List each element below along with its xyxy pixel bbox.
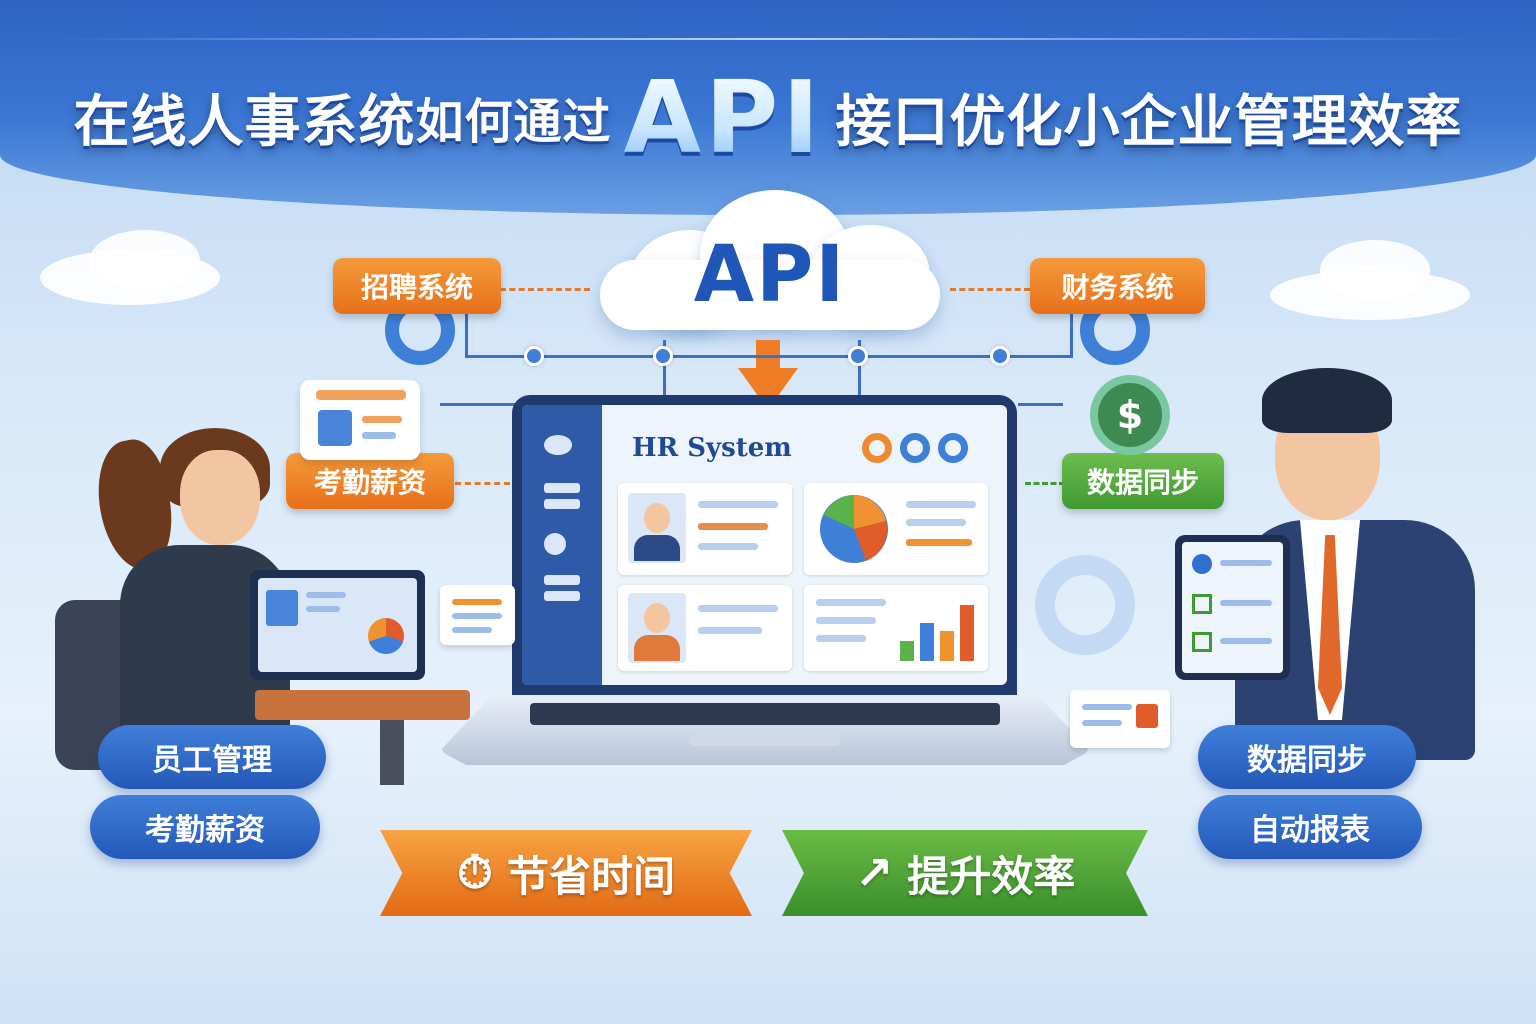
tag-finance-system[interactable]: 财务系统 xyxy=(1030,258,1205,314)
gear-icon[interactable] xyxy=(862,433,892,463)
tablet-screen xyxy=(1182,542,1283,673)
nav-item[interactable] xyxy=(544,499,580,509)
floating-doc-icon xyxy=(440,585,515,645)
dashed-connector xyxy=(500,288,590,291)
connector-dot xyxy=(848,346,868,366)
desk xyxy=(255,690,470,720)
connector-line xyxy=(465,300,468,358)
hr-side-nav xyxy=(522,405,602,685)
check-circle-icon xyxy=(1192,554,1212,574)
gear-icon xyxy=(1035,555,1135,655)
dashed-connector xyxy=(455,482,510,485)
title-api: API xyxy=(623,58,824,176)
nav-item[interactable] xyxy=(544,483,580,493)
pill-auto-report[interactable]: 自动报表 xyxy=(1198,795,1422,859)
bar-chart-card[interactable] xyxy=(804,585,988,671)
header-divider xyxy=(60,38,1476,40)
bar-mark xyxy=(920,623,934,661)
pie-slice xyxy=(854,521,888,561)
page-title: 在线人事系统 如何通过 API 接口优化小企业管理效率 xyxy=(0,59,1536,176)
bar-mark xyxy=(900,641,914,661)
tag-data-sync[interactable]: 数据同步 xyxy=(1062,453,1224,509)
desk-leg xyxy=(380,720,404,785)
woman-face xyxy=(180,450,260,545)
header-band xyxy=(0,0,1536,215)
tag-attendance-payroll[interactable]: 考勤薪资 xyxy=(286,453,454,509)
nav-item[interactable] xyxy=(544,591,580,601)
avatar xyxy=(628,593,686,663)
checkbox-icon xyxy=(1192,632,1212,652)
chart-icon[interactable] xyxy=(544,533,566,555)
tag-recruit-system[interactable]: 招聘系统 xyxy=(333,258,501,314)
pie-slice xyxy=(824,495,854,529)
dashed-connector xyxy=(1025,482,1065,485)
banner-improve-efficiency-label: 提升效率 xyxy=(907,851,1076,901)
floating-doc-icon xyxy=(1070,690,1170,748)
connector-line xyxy=(465,355,1070,358)
connector-line xyxy=(440,403,515,406)
banner-improve-efficiency[interactable]: ↗ 提升效率 xyxy=(782,830,1148,916)
nav-item[interactable] xyxy=(544,575,580,585)
user-icon[interactable] xyxy=(544,435,572,455)
employee-card[interactable] xyxy=(618,483,792,575)
pill-attendance-payroll[interactable]: 考勤薪资 xyxy=(90,795,320,859)
connector-dot xyxy=(524,346,544,366)
checkbox-icon xyxy=(1192,594,1212,614)
id-card-icon xyxy=(300,380,420,460)
gear-icon[interactable] xyxy=(900,433,930,463)
keyboard xyxy=(530,703,1000,725)
pill-data-sync[interactable]: 数据同步 xyxy=(1198,725,1416,789)
connector-dot xyxy=(990,346,1010,366)
small-laptop-screen xyxy=(258,578,417,672)
connector-line xyxy=(1070,300,1073,358)
pie-chart-card[interactable] xyxy=(804,483,988,575)
small-laptop xyxy=(250,570,425,680)
api-cloud xyxy=(590,190,950,340)
clock-icon: ⏱ xyxy=(457,845,493,899)
dollar-icon: $ xyxy=(1090,375,1170,455)
pie-chart xyxy=(820,495,888,563)
api-cloud-label: API xyxy=(693,230,847,320)
dashed-connector xyxy=(950,288,1030,291)
decor-cloud-left-top xyxy=(90,230,200,290)
pie-chart-icon xyxy=(368,618,404,654)
connector-line xyxy=(1018,403,1063,406)
title-part2: 如何通过 xyxy=(415,94,612,150)
connector-line xyxy=(663,340,666,395)
title-part3: 接口优化小企业管理效率 xyxy=(835,89,1463,155)
banner-save-time-label: 节省时间 xyxy=(506,851,675,901)
connector-dot xyxy=(653,346,673,366)
avatar xyxy=(628,493,686,563)
man-hair xyxy=(1262,368,1392,433)
decor-cloud-right-top xyxy=(1320,240,1430,300)
bar-mark xyxy=(940,631,954,661)
bar-mark xyxy=(960,605,974,661)
banner-save-time[interactable]: ⏱ 节省时间 xyxy=(380,830,752,916)
hr-app-window: HR System xyxy=(522,405,1007,685)
trackpad xyxy=(690,730,840,746)
main-laptop-screen: HR System xyxy=(512,395,1017,695)
pill-employee-management[interactable]: 员工管理 xyxy=(98,725,326,789)
tablet xyxy=(1175,535,1290,680)
title-part1: 在线人事系统 xyxy=(73,89,416,155)
pie-slice xyxy=(854,495,886,529)
hr-app-title: HR System xyxy=(632,433,792,463)
gear-icon[interactable] xyxy=(938,433,968,463)
employee-card[interactable] xyxy=(618,585,792,671)
growth-arrow-icon: ↗ xyxy=(854,846,894,900)
connector-line xyxy=(858,340,861,395)
